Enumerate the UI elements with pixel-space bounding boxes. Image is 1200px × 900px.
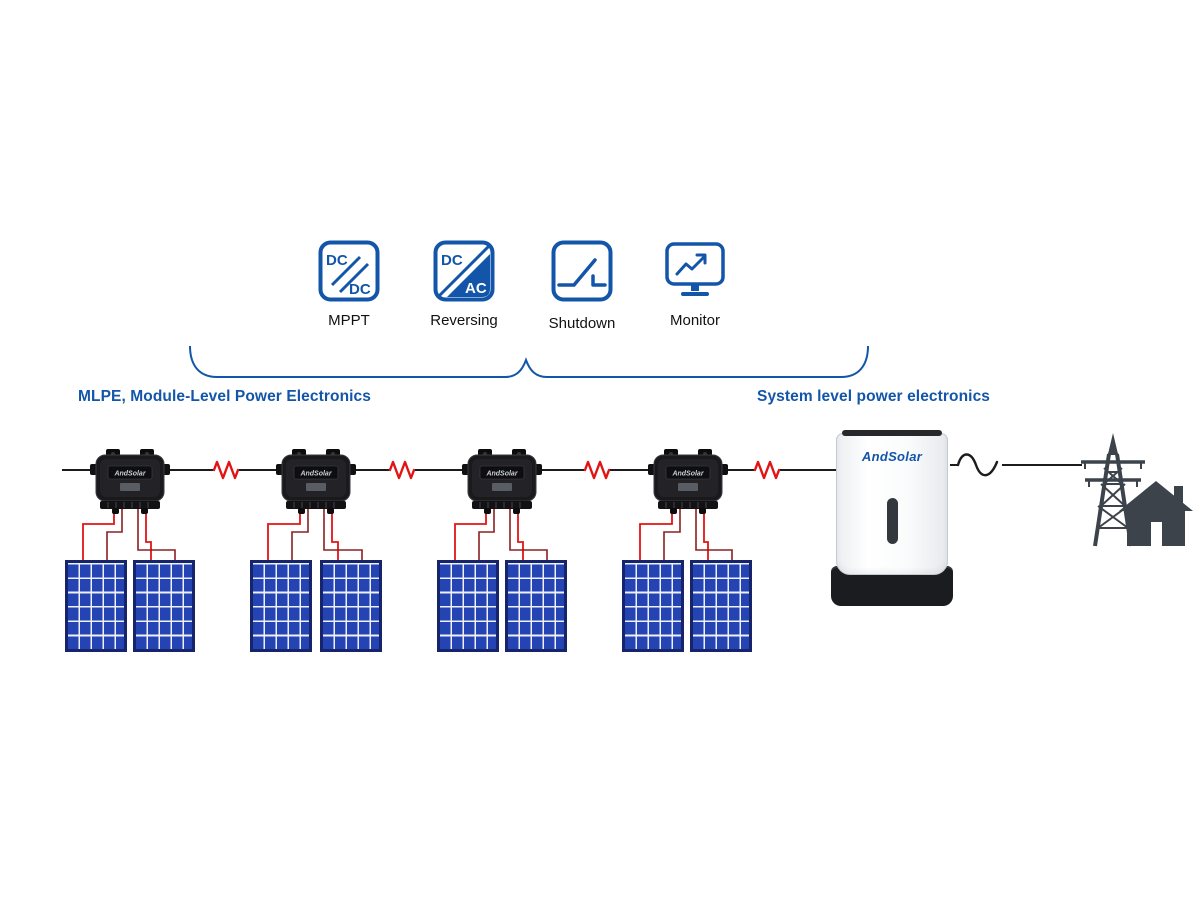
solar-panel-6 <box>505 560 567 652</box>
microinverter-brand: AndSolar <box>299 471 332 478</box>
feature-label-mppt: MPPT <box>328 312 370 329</box>
inverter-brand: AndSolar <box>861 449 923 464</box>
solar-panel-3 <box>250 560 312 652</box>
coil-icon <box>212 460 240 480</box>
microinverter-brand: AndSolar <box>485 471 518 478</box>
inverter-body: AndSolar <box>836 433 948 575</box>
dc-ac-inverter-icon: DC AC <box>433 240 495 302</box>
dc-wires-red <box>82 508 709 560</box>
dc-dc-top-text: DC <box>326 252 348 269</box>
microinverter-4: AndSolar <box>648 449 728 514</box>
transmission-tower-icon <box>1081 433 1145 547</box>
house-icon <box>1119 481 1193 546</box>
dc-dc-bottom-text: DC <box>349 281 371 298</box>
house-door <box>1151 522 1162 546</box>
solar-panel-7 <box>622 560 684 652</box>
coil-icon <box>753 460 781 480</box>
solar-panel-4 <box>320 560 382 652</box>
microinverter-1: AndSolar <box>90 449 170 514</box>
feature-label-shutdown: Shutdown <box>548 315 616 332</box>
dc-ac-bottom-text: AC <box>465 280 487 297</box>
solar-panel-5 <box>437 560 499 652</box>
microinverter-2: AndSolar <box>276 449 356 514</box>
shutdown-switch-icon <box>551 240 613 302</box>
solar-panel-2 <box>133 560 195 652</box>
solar-panel-8 <box>690 560 752 652</box>
feature-label-monitor: Monitor <box>669 312 721 329</box>
inverter-lid <box>842 430 942 436</box>
monitor-icon <box>665 242 725 296</box>
dc-dc-converter-icon: DC DC <box>318 240 380 302</box>
microinverter-brand: AndSolar <box>113 471 146 478</box>
coil-icon <box>388 460 416 480</box>
coil-icon <box>583 460 611 480</box>
dc-ac-top-text: DC <box>441 252 463 269</box>
dc-wires-dark <box>106 508 733 560</box>
microinverter-3: AndSolar <box>462 449 542 514</box>
inverter-indicator <box>886 498 898 544</box>
grid-tower-house-icon <box>1081 433 1193 547</box>
feature-label-reversing: Reversing <box>430 312 498 329</box>
ac-sine-icon <box>956 453 999 477</box>
cable-connector-coils <box>212 460 781 480</box>
microinverter-brand: AndSolar <box>671 471 704 478</box>
system-group-label: System level power electronics <box>757 388 991 405</box>
mlpe-group-label: MLPE, Module-Level Power Electronics <box>78 388 371 405</box>
brace <box>189 345 869 378</box>
system-inverter: AndSolar <box>831 430 953 606</box>
solar-panel-1 <box>65 560 127 652</box>
